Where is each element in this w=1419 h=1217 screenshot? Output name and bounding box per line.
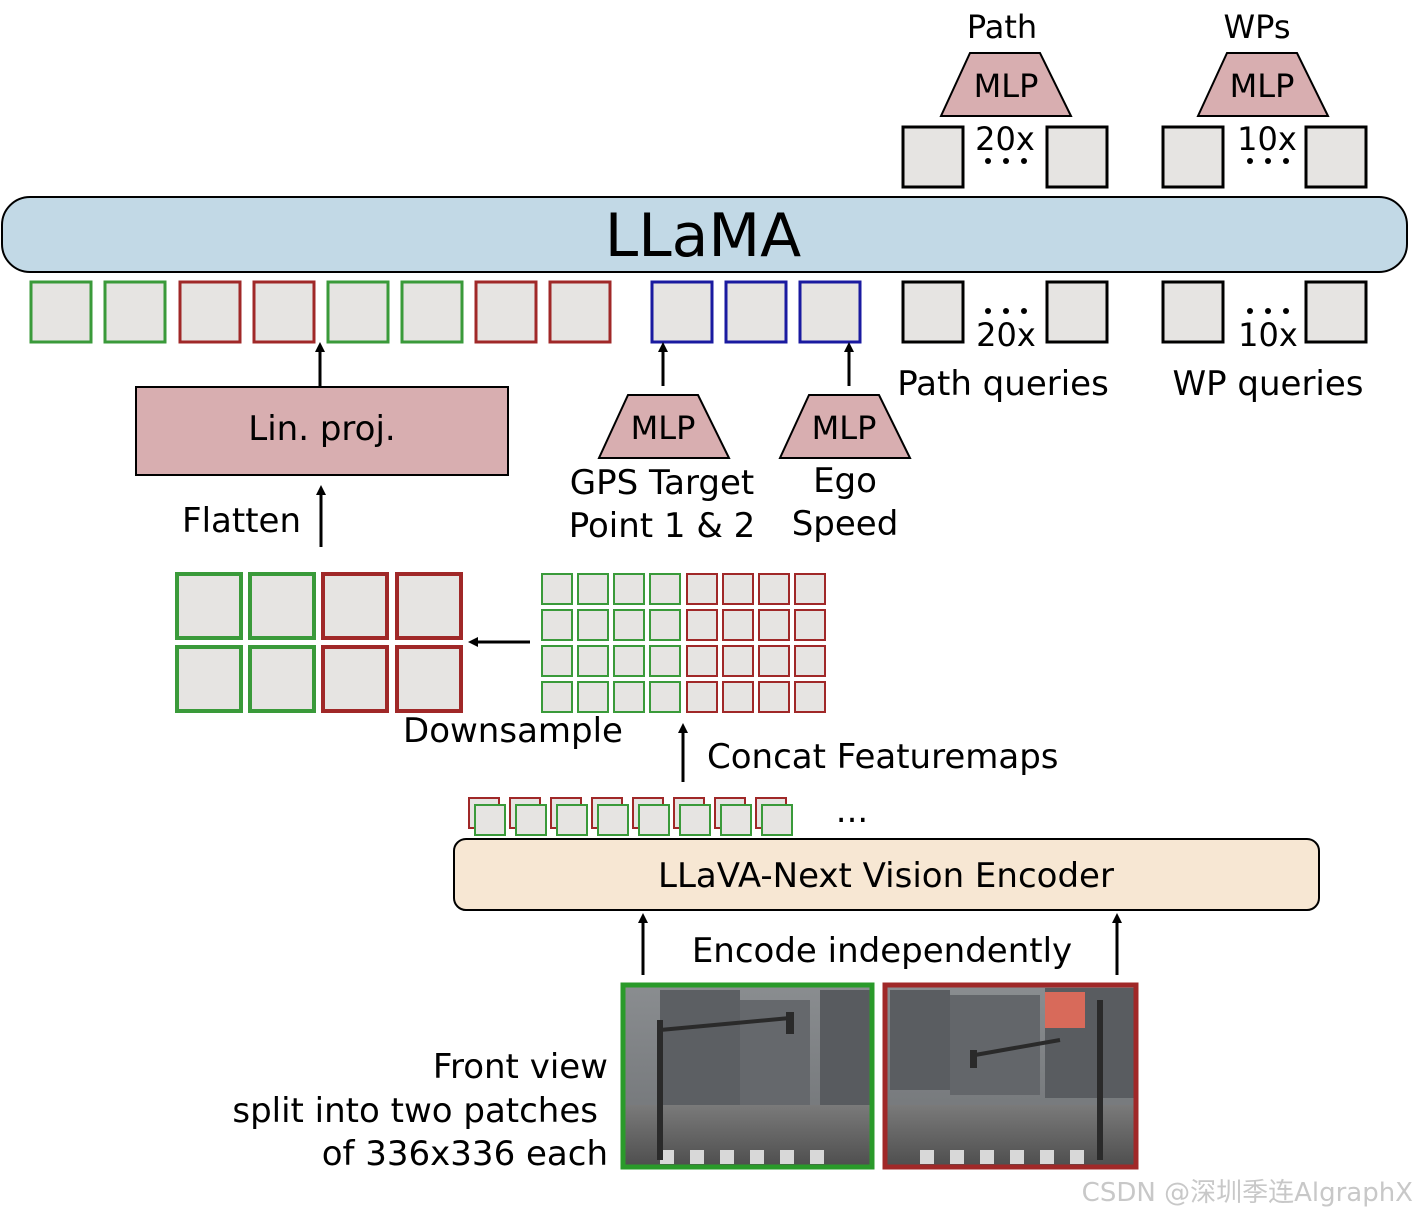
wp-out-token-last — [1304, 125, 1368, 189]
wp-out-count: 10x — [1237, 120, 1297, 158]
front-view-line1: Front view — [433, 1047, 608, 1087]
gps-label-line2: Point 1 & 2 — [569, 506, 756, 546]
wp-queries-label: WP queries — [1172, 364, 1363, 404]
measurement-token-row — [650, 280, 862, 344]
downsampled-cell — [248, 572, 316, 640]
gps-mlp-block — [597, 394, 731, 459]
downsampled-cell — [321, 572, 389, 640]
lin-proj-label: Lin. proj. — [248, 409, 395, 449]
path-head: Path MLP 20x — [901, 8, 1109, 189]
path-out-token-first — [901, 125, 965, 189]
path-queries: 20x Path queries — [897, 280, 1109, 404]
wp-queries: 10x WP queries — [1161, 280, 1368, 404]
gps-label-line1: GPS Target — [570, 463, 754, 503]
vision-encoder-block: LLaVA-Next Vision Encoder — [453, 838, 1320, 911]
image-token — [103, 280, 167, 344]
llama-block: LLaMA — [1, 196, 1408, 273]
watermark: CSDN @深圳季连AlgraphX — [1082, 1178, 1413, 1208]
image-token — [178, 280, 242, 344]
image-token — [326, 280, 390, 344]
path-query-count: 20x — [976, 316, 1036, 354]
gps-token — [650, 280, 714, 344]
path-out-dots — [985, 158, 1027, 164]
vision-encoder-label: LLaVA-Next Vision Encoder — [658, 856, 1114, 896]
path-query-token-first — [901, 280, 965, 344]
downsampled-cell — [175, 572, 243, 640]
image-token — [29, 280, 93, 344]
path-mlp-block — [939, 52, 1073, 117]
wps-mlp-label: MLP — [1230, 67, 1295, 105]
path-head-title: Path — [967, 8, 1037, 46]
gps-mlp: MLP GPS Target Point 1 & 2 — [569, 394, 756, 546]
wp-query-dots — [1247, 308, 1289, 314]
downsampled-cell — [175, 645, 243, 713]
front-view-line2: split into two patches — [232, 1091, 598, 1131]
path-mlp-label: MLP — [974, 67, 1039, 105]
path-queries-label: Path queries — [897, 364, 1109, 404]
downsampled-cell — [321, 645, 389, 713]
front-view-caption: Front view split into two patches of 336… — [232, 1047, 608, 1174]
image-token — [548, 280, 612, 344]
concat-label: Concat Featuremaps — [707, 737, 1059, 777]
front-view-left-patch — [620, 982, 875, 1170]
image-token — [400, 280, 464, 344]
image-token — [474, 280, 538, 344]
downsampled-grid — [175, 572, 463, 713]
path-out-token-last — [1045, 125, 1109, 189]
front-view-right-patch — [882, 982, 1139, 1170]
encode-label: Encode independently — [692, 931, 1072, 971]
speed-mlp-block — [778, 394, 912, 459]
wps-head: WPs MLP 10x — [1161, 8, 1368, 189]
path-query-token-last — [1045, 280, 1109, 344]
wps-mlp-block — [1196, 52, 1330, 117]
gps-token — [724, 280, 788, 344]
flatten-label: Flatten — [182, 501, 301, 541]
path-out-count: 20x — [975, 120, 1035, 158]
speed-mlp-label: MLP — [812, 409, 877, 447]
speed-token — [798, 280, 862, 344]
encoder-output-ellipsis: ... — [836, 791, 868, 831]
front-view-line3: of 336x336 each — [322, 1134, 608, 1174]
image-token — [252, 280, 316, 344]
speed-label-line1: Ego — [813, 461, 877, 501]
encoder-output-green-layer — [474, 804, 793, 836]
speed-label-line2: Speed — [792, 504, 899, 544]
downsampled-cell — [395, 572, 463, 640]
image-token-row — [29, 280, 612, 344]
path-query-dots — [985, 308, 1027, 314]
wps-head-title: WPs — [1223, 8, 1290, 46]
gps-mlp-label: MLP — [631, 409, 696, 447]
concat-featuremap-grid — [541, 573, 826, 713]
encoder-output-tokens: ... — [468, 791, 868, 836]
speed-mlp: MLP Ego Speed — [778, 394, 912, 544]
wp-query-token-last — [1304, 280, 1368, 344]
featuremap-green-half — [541, 573, 681, 713]
wp-out-token-first — [1161, 125, 1225, 189]
downsampled-cell — [248, 645, 316, 713]
llama-label: LLaMA — [605, 201, 801, 271]
lin-proj-block: Lin. proj. — [135, 386, 509, 476]
wp-query-token-first — [1161, 280, 1225, 344]
downsample-label: Downsample — [403, 711, 623, 751]
wp-out-dots — [1247, 158, 1289, 164]
wp-query-count: 10x — [1238, 316, 1298, 354]
featuremap-red-half — [686, 573, 826, 713]
downsampled-cell — [395, 645, 463, 713]
